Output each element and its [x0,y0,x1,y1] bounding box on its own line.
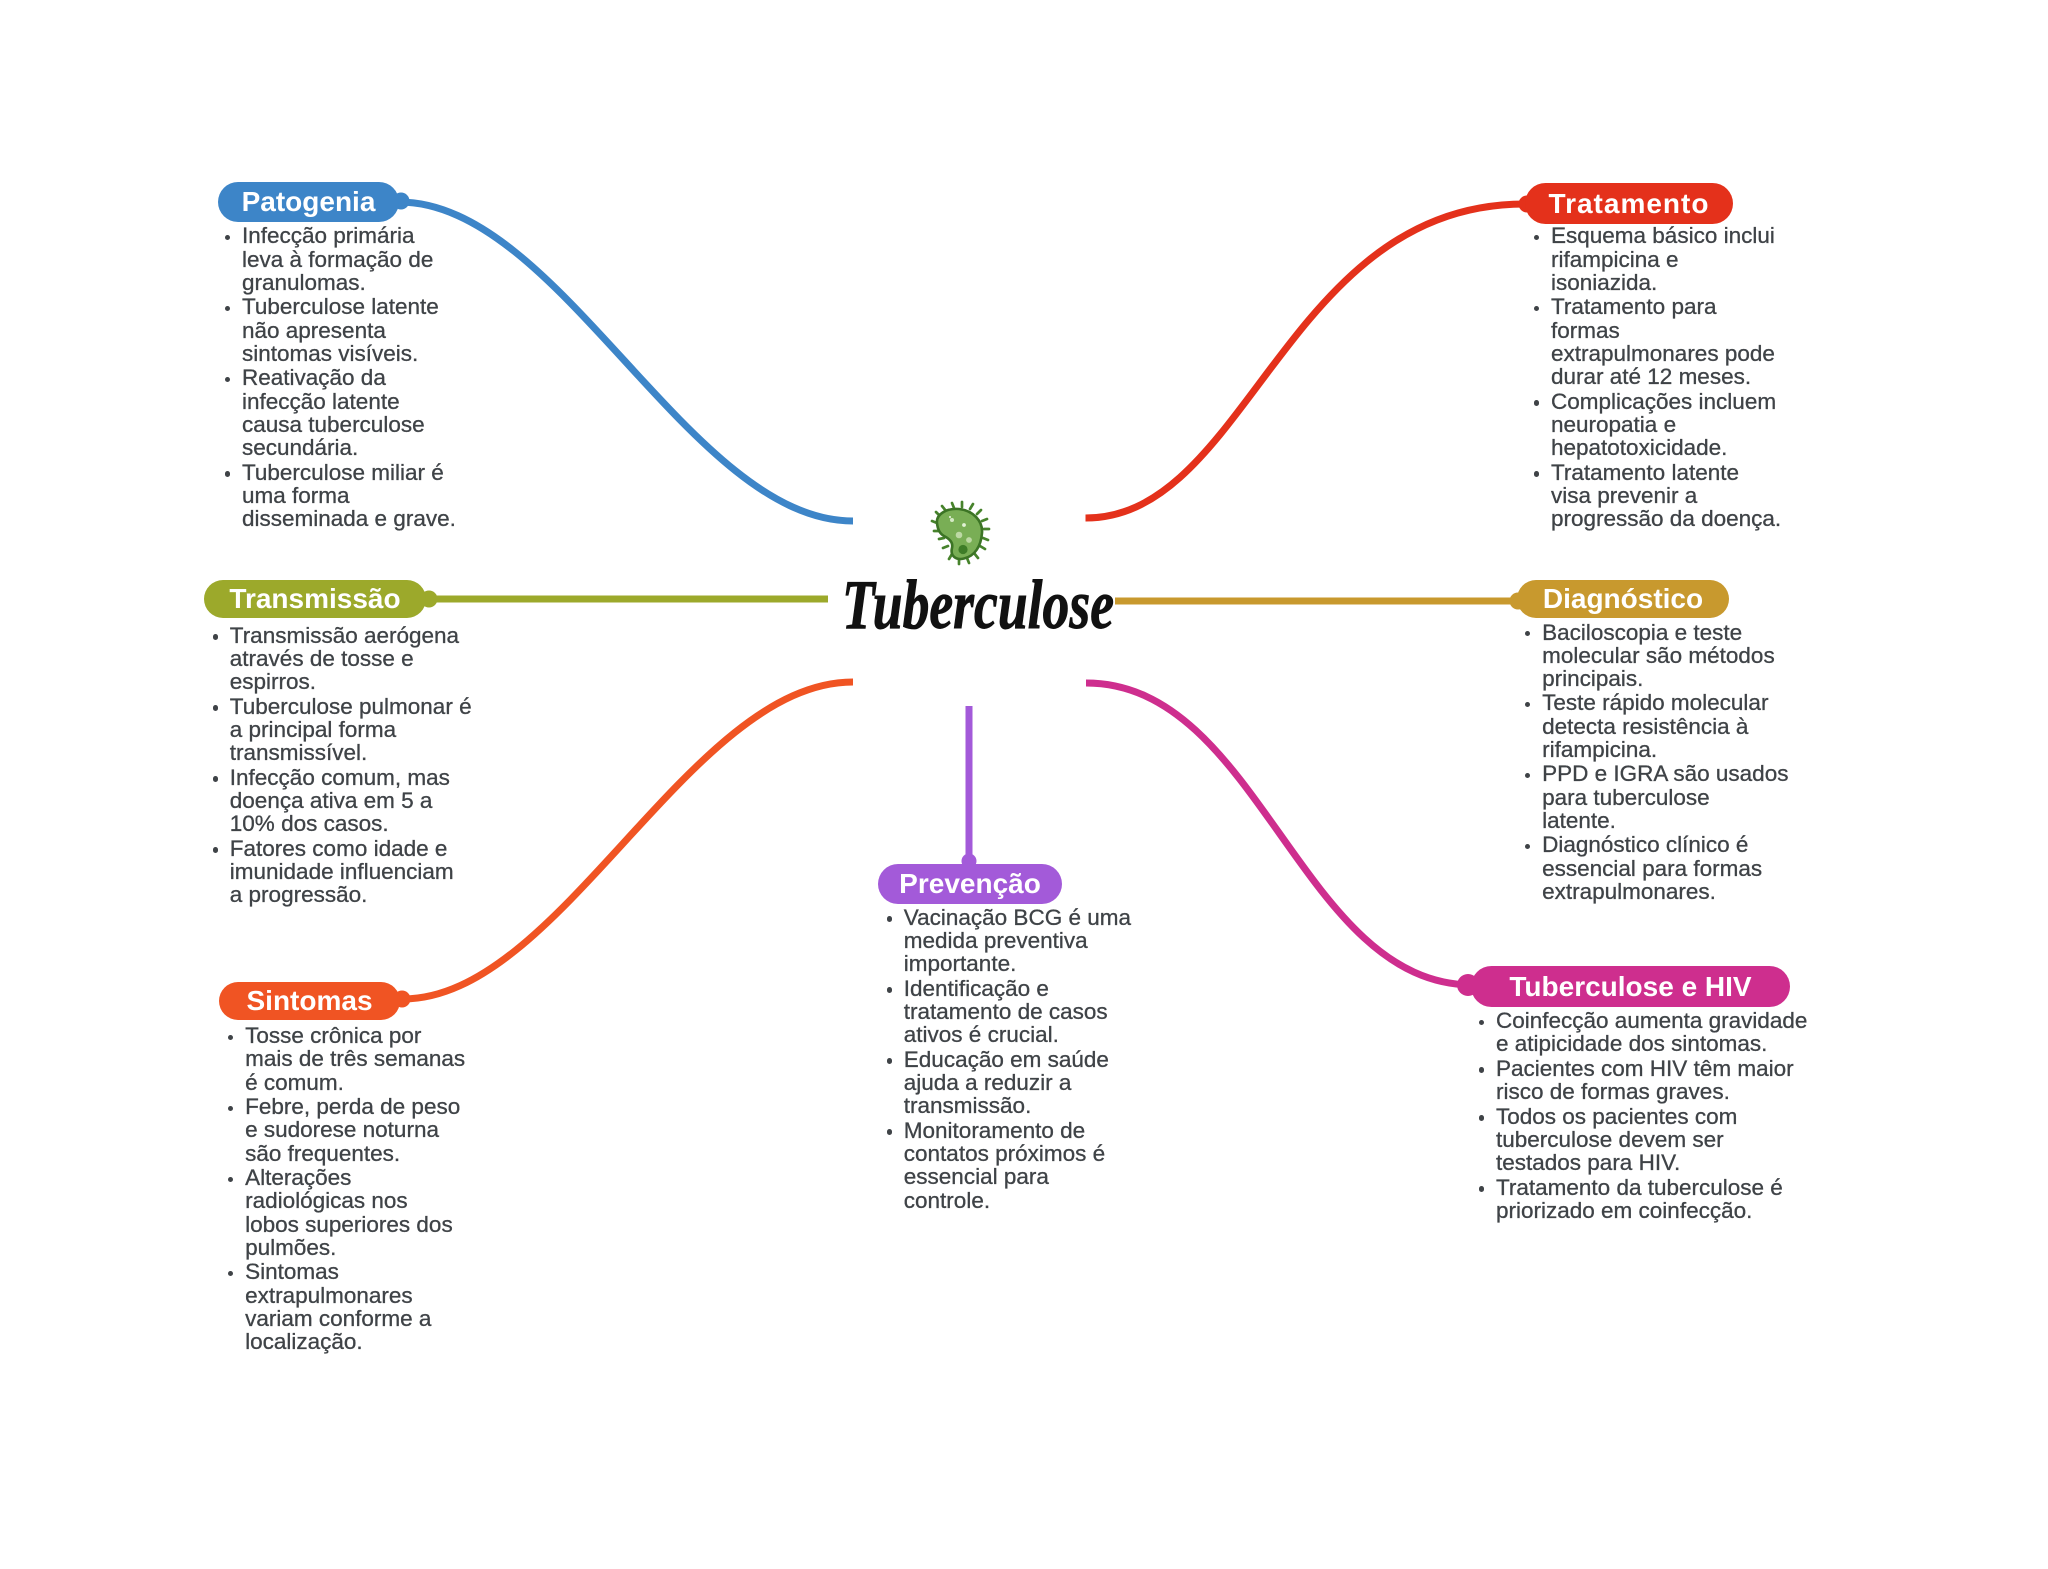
svg-text:Tuberculose: Tuberculose [842,567,1114,644]
